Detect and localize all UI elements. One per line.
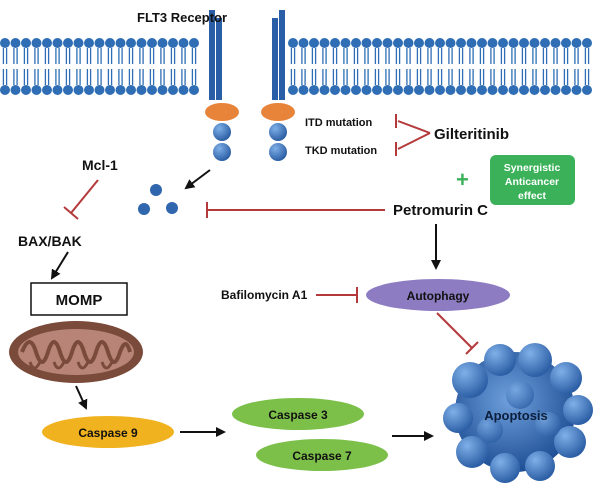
- apoptosis-label: Apoptosis: [484, 408, 548, 423]
- bafilomycin-label: Bafilomycin A1: [221, 288, 308, 302]
- caspase-7-label: Caspase 7: [292, 449, 352, 463]
- bafilomycin-inhibits-autophagy: [316, 287, 358, 303]
- momp-box: [30, 282, 128, 316]
- receptor-label: FLT3 Receptor: [137, 10, 227, 25]
- momp-label: MOMP: [56, 292, 103, 309]
- plus-sign: +: [456, 167, 469, 192]
- gilteritinib-label: Gilteritinib: [434, 126, 509, 143]
- synergy-line-2: Anticancer: [505, 176, 559, 188]
- caspase-3-label: Caspase 3: [268, 408, 328, 422]
- bax-bak-label: BAX/BAK: [18, 233, 82, 249]
- synergy-box: [490, 155, 575, 205]
- petromurin-inhibits-mcl1: [206, 202, 385, 218]
- tkd-mutation-label: TKD mutation: [305, 145, 377, 157]
- autophagy-inhibits-apoptosis: [436, 312, 479, 355]
- caspase-3-node: [232, 398, 364, 430]
- cell-membrane: [0, 38, 592, 95]
- receptor-kinase-right: [261, 103, 295, 121]
- mcl1-label: Mcl-1: [82, 157, 118, 173]
- synergy-line-3: effect: [518, 190, 547, 202]
- mcl1-molecules: [138, 184, 178, 215]
- receptor-kinase-left: [205, 103, 239, 121]
- mcl1-inhibits-bax: [63, 179, 99, 220]
- caspase-7-node: [256, 439, 388, 471]
- petromurin-c-label: Petromurin C: [393, 202, 488, 219]
- caspase-9-label: Caspase 9: [78, 426, 138, 440]
- mitochondrion: [9, 321, 143, 383]
- autophagy-node: [366, 279, 510, 311]
- caspase-9-node: [42, 416, 174, 448]
- synergy-line-1: Synergistic: [504, 162, 561, 174]
- mito-to-caspase9-arrow: [75, 385, 88, 410]
- flt3-receptor: [205, 10, 295, 161]
- gilteritinib-inhibition: [395, 114, 431, 156]
- itd-mutation-label: ITD mutation: [305, 117, 372, 129]
- autophagy-label: Autophagy: [407, 289, 470, 303]
- apoptosis-cell: [443, 343, 593, 483]
- receptor-to-mcl1-arrow: [184, 169, 211, 190]
- bax-to-momp-arrow: [50, 251, 69, 280]
